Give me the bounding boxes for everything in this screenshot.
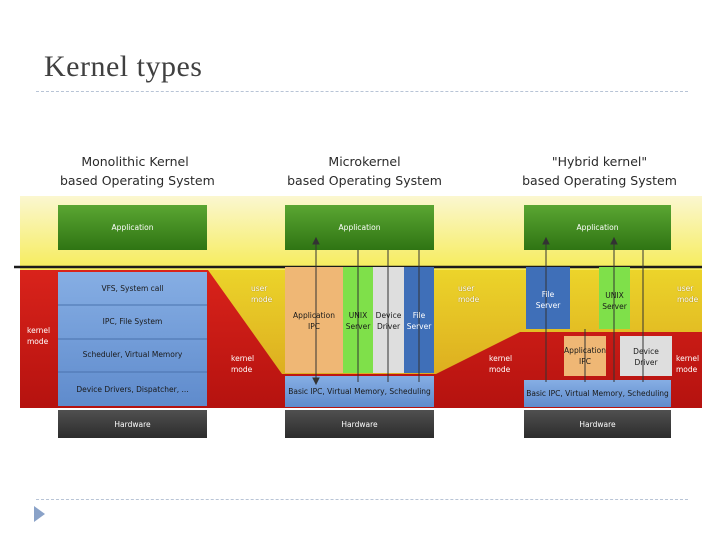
server-label-line: UNIX (605, 291, 624, 300)
footer-divider (36, 499, 688, 500)
monolithic-heading-line2: based Operating System (60, 173, 215, 188)
server-label-line: Device (633, 347, 659, 356)
hybrid-core-label: Basic IPC, Virtual Memory, Scheduling (526, 389, 669, 398)
server-label-line: Server (345, 322, 371, 331)
mode-label-line: mode (231, 365, 253, 374)
server-label-line: IPC (308, 322, 320, 331)
server-label-line: File (412, 311, 426, 320)
server-label-line: IPC (579, 357, 591, 366)
monolithic-layer-label: Scheduler, Virtual Memory (82, 350, 183, 359)
server-label-line: Server (602, 302, 627, 311)
server-label-line: Driver (376, 322, 401, 331)
hybrid-hardware-box (524, 410, 671, 438)
monolithic-user-mode-label: user mode (251, 283, 272, 305)
microkernel-heading-line1: Microkernel (328, 154, 401, 169)
monolithic-heading: Monolithic Kernel based Operating System (60, 152, 215, 190)
server-label-line: Server (535, 301, 561, 310)
mode-label-line: user (458, 284, 475, 293)
monolithic-kernel-mode-label: kernel mode (27, 325, 50, 347)
hybrid-kernel-mode-label-left: kernel mode (489, 353, 512, 375)
microkernel-arrows (312, 236, 420, 386)
microkernel-server-application-ipc (285, 267, 343, 373)
microkernel-user-mode-label: user mode (458, 283, 479, 305)
hybrid-core-box (524, 380, 671, 407)
microkernel-application-label: Application (338, 223, 381, 232)
mode-label-line: kernel (231, 354, 255, 363)
hybrid-device-driver-box (620, 336, 672, 376)
mode-label-line: mode (489, 365, 511, 374)
server-label-line: Device (375, 311, 402, 320)
hybrid-heading-line1: "Hybrid kernel" (551, 154, 648, 169)
title-divider (36, 91, 688, 92)
mode-label-line: mode (677, 295, 699, 304)
slide-title: Kernel types (44, 50, 203, 83)
microkernel-server-label: Application IPC (285, 310, 343, 332)
microkernel-core-box (285, 376, 434, 407)
server-label-line: Server (406, 322, 432, 331)
hybrid-application-label: Application (576, 223, 619, 232)
mode-label-line: kernel (676, 354, 700, 363)
hybrid-user-mode-label: user mode (677, 283, 698, 305)
hybrid-file-server-box (526, 267, 570, 329)
hybrid-heading: "Hybrid kernel" based Operating System (522, 152, 677, 190)
monolithic-layer-label: VFS, System call (101, 284, 164, 293)
hybrid-server-label: Device Driver (620, 346, 672, 368)
microkernel-hardware-box (285, 410, 434, 438)
hybrid-server-label: Application IPC (564, 345, 606, 367)
monolithic-application-label: Application (111, 223, 154, 232)
server-label-line: Application (564, 346, 606, 355)
mode-label-line: kernel (489, 354, 513, 363)
microkernel-heading: Microkernel based Operating System (287, 152, 442, 190)
hybrid-heading-line2: based Operating System (522, 173, 677, 188)
monolithic-application-box (58, 205, 207, 250)
microkernel-heading-line2: based Operating System (287, 173, 442, 188)
microkernel-server-label: File Server (404, 310, 434, 332)
mode-label-line: mode (27, 337, 49, 346)
monolithic-layer-label: IPC, File System (102, 317, 163, 326)
microkernel-core-label: Basic IPC, Virtual Memory, Scheduling (288, 387, 431, 396)
monolithic-heading-line1: Monolithic Kernel (81, 154, 189, 169)
mode-label-line: kernel (27, 326, 51, 335)
mode-label-line: mode (458, 295, 480, 304)
server-label-line: Application (293, 311, 335, 320)
mode-label-line: user (677, 284, 694, 293)
hybrid-arrows (542, 236, 644, 382)
microkernel-server-label: UNIX Server (343, 310, 373, 332)
microkernel-kernel-mode-label: kernel mode (231, 353, 254, 375)
microkernel-server-label: Device Driver (373, 310, 404, 332)
mode-label-line: user (251, 284, 268, 293)
hybrid-server-label: UNIX Server (599, 290, 630, 312)
server-label-line: UNIX (348, 311, 368, 320)
mode-label-line: mode (676, 365, 698, 374)
hybrid-server-label: File Server (526, 289, 570, 311)
mode-label-line: mode (251, 295, 273, 304)
monolithic-hardware-box (58, 410, 207, 438)
microkernel-application-box (285, 205, 434, 250)
hybrid-hardware-label: Hardware (579, 420, 616, 429)
microkernel-hardware-label: Hardware (341, 420, 378, 429)
monolithic-hardware-label: Hardware (114, 420, 151, 429)
monolithic-layer-label: Device Drivers, Dispatcher, ... (76, 385, 189, 394)
next-slide-arrow-icon[interactable] (34, 506, 45, 522)
server-label-line: File (541, 290, 555, 299)
server-label-line: Driver (634, 358, 658, 367)
hybrid-kernel-mode-label-right: kernel mode (676, 353, 699, 375)
